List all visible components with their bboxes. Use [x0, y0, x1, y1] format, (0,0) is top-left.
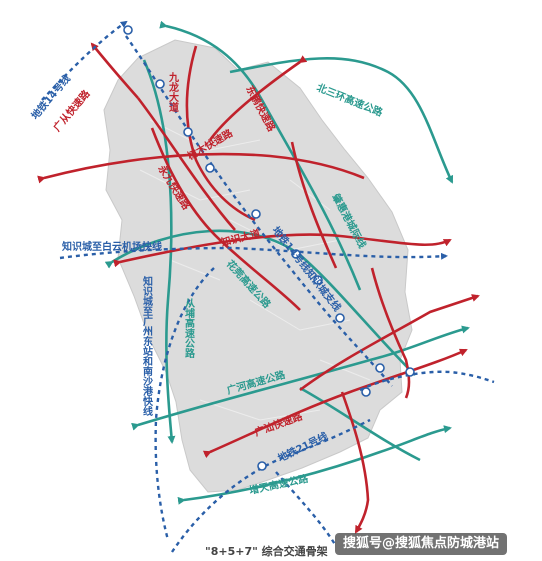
metro-lines — [41, 20, 495, 553]
beisanhuan-highway — [229, 57, 454, 184]
metro14-branch-line — [125, 35, 393, 387]
shushi-expressway — [37, 152, 365, 184]
label-zhishi-baiyun: 知识城至白云机场快线 — [61, 240, 162, 253]
dongpeng-expressway — [208, 55, 308, 141]
zhishi-baiyun-line — [59, 246, 448, 260]
guangshan-expressway — [202, 348, 468, 459]
zhishi-guangzhou-line — [154, 267, 215, 541]
label-conghuang: 从埔高速公路 — [183, 298, 195, 359]
jiulong-avenue — [185, 45, 256, 222]
label-zhishi-guangzhou: 知识城至广州东站和南沙港快线 — [141, 275, 154, 417]
red-south-curve — [340, 391, 370, 534]
zhaoqing-highway — [159, 20, 362, 291]
guangcong-expressway-south — [136, 97, 236, 231]
metro-stations — [123, 25, 415, 471]
guangcong-expressway — [90, 42, 139, 99]
watermark-badge: 搜狐号@搜狐焦点防城港站 — [335, 533, 508, 555]
metro21-line — [171, 418, 371, 553]
red-east-curve — [370, 267, 411, 399]
metro14-line — [41, 20, 128, 101]
map-caption: "8+5+7" 综合交通骨架 — [205, 545, 328, 558]
label-beisanhuan: 北三环高速公路 — [315, 81, 386, 120]
blue-south-trail — [275, 471, 338, 547]
label-jiulong: 九龙大道 — [167, 71, 180, 113]
red-east-diagonal — [299, 294, 480, 392]
